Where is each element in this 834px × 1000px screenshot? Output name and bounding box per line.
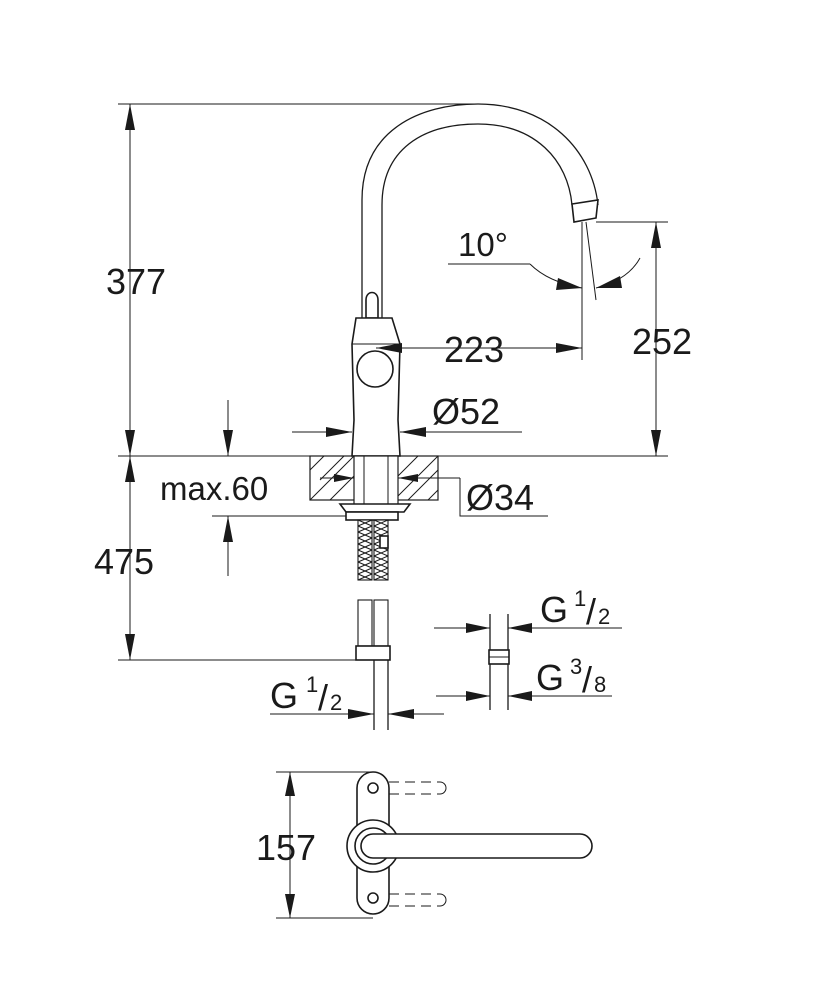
svg-text:G: G [270, 675, 298, 716]
svg-text:/: / [318, 677, 328, 718]
label-adapter-bottom: G 3 / 8 [536, 654, 606, 700]
svg-text:G: G [536, 657, 564, 698]
svg-text:/: / [582, 659, 592, 700]
label-adapter-top: G 1 / 2 [540, 586, 610, 632]
svg-text:/: / [586, 591, 596, 632]
label-total-height: 377 [106, 261, 166, 302]
svg-text:8: 8 [594, 672, 606, 697]
svg-text:2: 2 [330, 690, 342, 715]
dimension-lines [118, 103, 668, 719]
label-spout-height: 252 [632, 321, 692, 362]
svg-text:G: G [540, 589, 568, 630]
adapter-fitting [488, 614, 510, 710]
svg-text:1: 1 [574, 586, 586, 611]
top-lever [360, 833, 593, 859]
svg-text:3: 3 [570, 654, 582, 679]
countertop [309, 455, 439, 521]
supply-hoses [355, 519, 391, 730]
mounting-nut [338, 503, 412, 513]
lever [365, 291, 379, 319]
label-hose-length: 475 [94, 541, 154, 582]
label-spout-reach: 223 [444, 329, 504, 370]
label-swivel-angle: 10° [458, 226, 508, 263]
faucet-side-view [351, 103, 599, 457]
aerator [571, 199, 599, 223]
label-footprint: 157 [256, 827, 316, 868]
label-supply-thread: G 1 / 2 [270, 672, 342, 718]
faucet-top-view [276, 771, 593, 919]
svg-text:2: 2 [598, 604, 610, 629]
spout-inner [381, 123, 573, 318]
label-base-diameter: Ø52 [432, 391, 500, 432]
handle-cap [356, 350, 394, 388]
label-max-thickness: max.60 [160, 470, 268, 507]
label-hole-diameter: Ø34 [466, 477, 534, 518]
svg-text:1: 1 [306, 672, 318, 697]
